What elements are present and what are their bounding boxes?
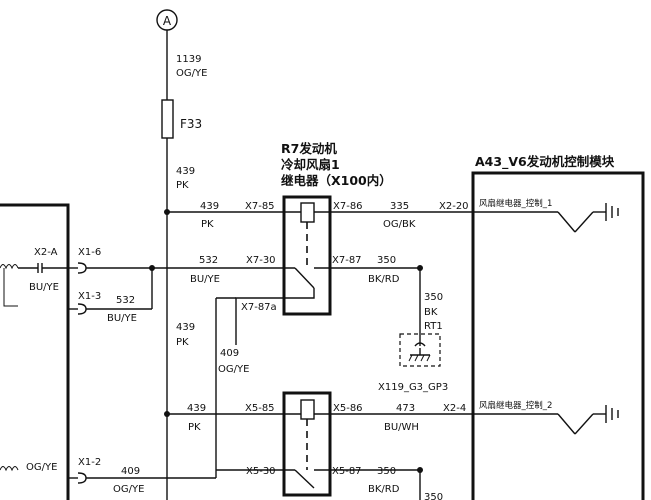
fuse-color-top: OG/YE <box>176 68 207 79</box>
relay1-box <box>282 195 332 316</box>
r2-pin-out: X5-86 <box>333 403 363 414</box>
left-component-box <box>0 203 70 500</box>
r2-mod-pin: X2-4 <box>443 403 466 414</box>
relay1-coil <box>300 202 315 223</box>
relay1-title-line1: R7发动机 <box>281 141 337 156</box>
junction-top <box>164 209 170 215</box>
left-coil-upper <box>0 264 19 270</box>
x787a-label: X7-87a <box>241 302 277 313</box>
x787-label: X7-87 <box>332 255 362 266</box>
relay1-title-line2: 冷却风扇1 <box>281 157 340 172</box>
x730-label: X7-30 <box>246 255 276 266</box>
module-signal1-label: 风扇继电器_控制_1 <box>479 198 552 209</box>
fuse-f33-symbol <box>161 99 174 139</box>
c409-mid: OG/YE <box>218 364 249 375</box>
r1-out-color: OG/BK <box>383 219 416 230</box>
ground-label: RT1 <box>424 321 443 332</box>
c409-bot: OG/YE <box>113 484 144 495</box>
r1-wire: 439 <box>200 201 219 212</box>
x2a-color: BU/YE <box>29 282 59 293</box>
c350-c: BK/RD <box>368 484 400 495</box>
w409-bot: 409 <box>121 466 140 477</box>
ground-connector: X119_G3_GP3 <box>378 382 448 393</box>
c350-b: BK <box>424 307 438 318</box>
wire-87a-relay1 <box>235 288 315 345</box>
left-coil-lower <box>0 466 19 472</box>
junction-350-bottom <box>417 467 423 473</box>
r1-pin-in: X7-85 <box>245 201 275 212</box>
relay1-switch-blade <box>294 267 315 289</box>
w350-a: 350 <box>377 255 396 266</box>
w350-d: 350 <box>424 492 443 500</box>
x13-connector-symbol <box>77 303 87 315</box>
connector-a-label: A <box>163 14 172 28</box>
transistor2-symbol <box>557 405 619 435</box>
c350-a: BK/RD <box>368 274 400 285</box>
left-coil-wire <box>3 268 18 307</box>
transistor1-symbol <box>557 203 619 233</box>
w350-b: 350 <box>424 292 443 303</box>
relay2-box <box>282 391 332 497</box>
w532-mid: 532 <box>199 255 218 266</box>
x2a-label: X2-A <box>34 247 58 258</box>
c532-left: BU/YE <box>107 313 137 324</box>
x12-connector-symbol <box>77 472 87 484</box>
w350-c: 350 <box>377 466 396 477</box>
fuse-name: F33 <box>180 117 202 131</box>
w532-left: 532 <box>116 295 135 306</box>
module-title: A43_V6发动机控制模块 <box>475 154 615 170</box>
x16-connector-symbol <box>77 262 87 274</box>
r1-color: PK <box>201 219 214 230</box>
r2-pin-in: X5-85 <box>245 403 275 414</box>
fuse-wire-top: 1139 <box>176 54 201 65</box>
relay2-switch-blade <box>294 469 315 489</box>
x587-label: X5-87 <box>332 466 362 477</box>
x13-label: X1-3 <box>78 291 101 302</box>
left-color-bottom: OG/YE <box>26 462 57 473</box>
junction-relay2 <box>164 411 170 417</box>
r2-out-wire: 473 <box>396 403 415 414</box>
module-signal2-label: 风扇继电器_控制_2 <box>479 400 552 411</box>
x530-label: X5-30 <box>246 466 276 477</box>
c439-mid: PK <box>176 337 189 348</box>
w439-mid: 439 <box>176 322 195 333</box>
module-a43-box <box>471 171 645 500</box>
x2a-connector-symbol <box>37 263 43 273</box>
fuse-wire-bottom: 439 <box>176 166 195 177</box>
r1-pin-out: X7-86 <box>333 201 363 212</box>
r1-out-wire: 335 <box>390 201 409 212</box>
ground-connector-box <box>399 333 441 367</box>
fuse-color-bottom: PK <box>176 180 189 191</box>
x12-label: X1-2 <box>78 457 101 468</box>
r2-out-color: BU/WH <box>384 422 419 433</box>
c532-mid: BU/YE <box>190 274 220 285</box>
x16-label: X1-6 <box>78 247 101 258</box>
r1-mod-pin: X2-20 <box>439 201 469 212</box>
relay2-coil <box>300 399 315 420</box>
r2-wire: 439 <box>187 403 206 414</box>
ground-icon <box>408 342 431 362</box>
w409-mid: 409 <box>220 348 239 359</box>
relay1-title-line3: 继电器（X100内） <box>281 173 392 188</box>
connector-a-symbol: A <box>156 9 178 31</box>
r2-color: PK <box>188 422 201 433</box>
